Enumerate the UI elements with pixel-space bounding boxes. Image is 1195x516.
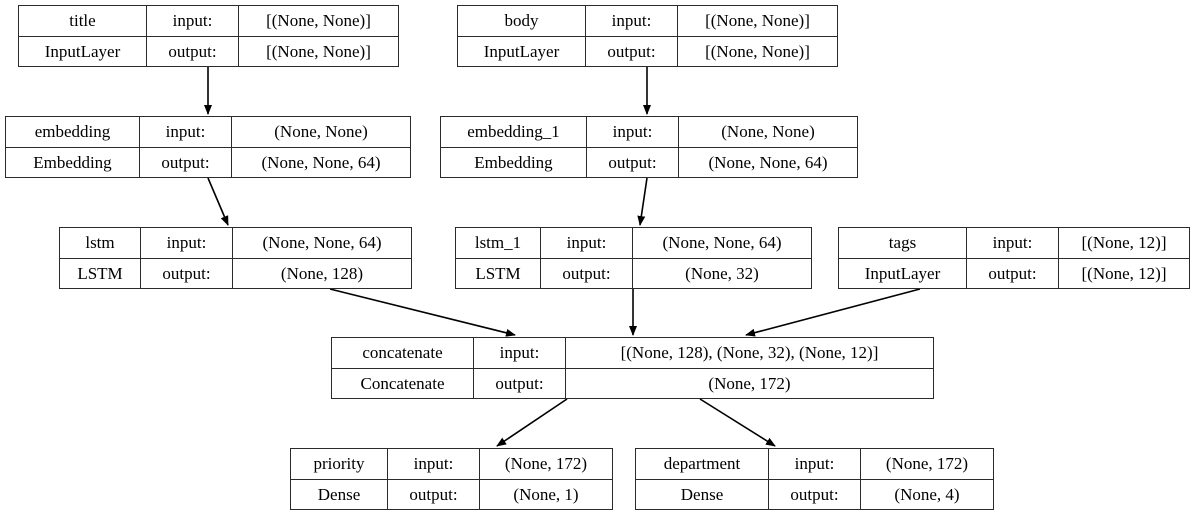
input-shape-department: (None, 172) xyxy=(885,454,969,474)
layer-name-lstm: lstm xyxy=(60,228,141,258)
layer-class-lstm_1: LSTM xyxy=(456,258,541,288)
input-label: input: xyxy=(388,449,480,479)
input-shape-embedding_1: (None, None) xyxy=(721,122,815,142)
input-shape-lstm: (None, None, 64) xyxy=(262,233,382,253)
output-label: output: xyxy=(147,36,239,66)
edge-lstm-to-concatenate xyxy=(329,288,516,337)
output-shape-body: [(None, None)] xyxy=(705,41,810,61)
input-label: input: xyxy=(474,338,566,368)
layer-name-embedding: embedding xyxy=(6,117,140,147)
output-shape-embedding: (None, None, 64) xyxy=(261,152,381,172)
layer-name-lstm_1: lstm_1 xyxy=(456,228,541,258)
edge-embedding_1-to-lstm_1 xyxy=(637,177,648,226)
output-label: output: xyxy=(388,479,480,509)
layer-class-embedding: Embedding xyxy=(6,147,140,177)
layer-class-tags: InputLayer xyxy=(839,258,967,288)
layer-class-lstm: LSTM xyxy=(60,258,141,288)
layer-name-department: department xyxy=(636,449,769,479)
output-label: output: xyxy=(769,479,861,509)
input-shape-body: [(None, None)] xyxy=(705,11,810,31)
input-label: input: xyxy=(147,6,239,36)
input-label: input: xyxy=(967,228,1059,258)
output-shape-lstm: (None, 128) xyxy=(280,263,364,283)
output-label: output: xyxy=(586,36,678,66)
output-label: output: xyxy=(541,258,633,288)
output-shape-department: (None, 4) xyxy=(894,484,960,504)
input-shape-priority: (None, 172) xyxy=(504,454,588,474)
layer-name-tags: tags xyxy=(839,228,967,258)
layer-class-department: Dense xyxy=(636,479,769,509)
edge-embedding-to-lstm xyxy=(207,177,229,226)
output-label: output: xyxy=(141,258,233,288)
input-shape-tags: [(None, 12)] xyxy=(1081,233,1167,253)
output-label: output: xyxy=(140,147,232,177)
input-shape-lstm_1: (None, None, 64) xyxy=(662,233,782,253)
output-label: output: xyxy=(474,368,566,398)
layer-class-title: InputLayer xyxy=(19,36,147,66)
output-shape-concatenate: (None, 172) xyxy=(708,373,791,393)
input-label: input: xyxy=(141,228,233,258)
output-shape-title: [(None, None)] xyxy=(266,41,371,61)
layer-class-concatenate: Concatenate xyxy=(332,368,474,398)
input-label: input: xyxy=(587,117,679,147)
layer-name-body: body xyxy=(458,6,586,36)
input-label: input: xyxy=(586,6,678,36)
output-label: output: xyxy=(587,147,679,177)
layer-name-title: title xyxy=(19,6,147,36)
layer-class-priority: Dense xyxy=(291,479,388,509)
layer-class-embedding_1: Embedding xyxy=(441,147,587,177)
input-shape-embedding: (None, None) xyxy=(274,122,368,142)
layer-name-priority: priority xyxy=(291,449,388,479)
output-shape-priority: (None, 1) xyxy=(513,484,579,504)
edge-concatenate-to-department xyxy=(699,398,776,447)
output-shape-lstm_1: (None, 32) xyxy=(685,263,759,283)
input-shape-concatenate: [(None, 128), (None, 32), (None, 12)] xyxy=(620,343,879,363)
layer-name-concatenate: concatenate xyxy=(332,338,474,368)
layer-name-embedding_1: embedding_1 xyxy=(441,117,587,147)
output-shape-embedding_1: (None, None, 64) xyxy=(708,152,828,172)
output-label: output: xyxy=(967,258,1059,288)
input-shape-title: [(None, None)] xyxy=(266,11,371,31)
input-label: input: xyxy=(140,117,232,147)
edge-concatenate-to-priority xyxy=(496,398,568,447)
input-label: input: xyxy=(769,449,861,479)
edge-tags-to-concatenate xyxy=(745,288,921,337)
input-label: input: xyxy=(541,228,633,258)
layer-class-body: InputLayer xyxy=(458,36,586,66)
output-shape-tags: [(None, 12)] xyxy=(1081,263,1167,283)
